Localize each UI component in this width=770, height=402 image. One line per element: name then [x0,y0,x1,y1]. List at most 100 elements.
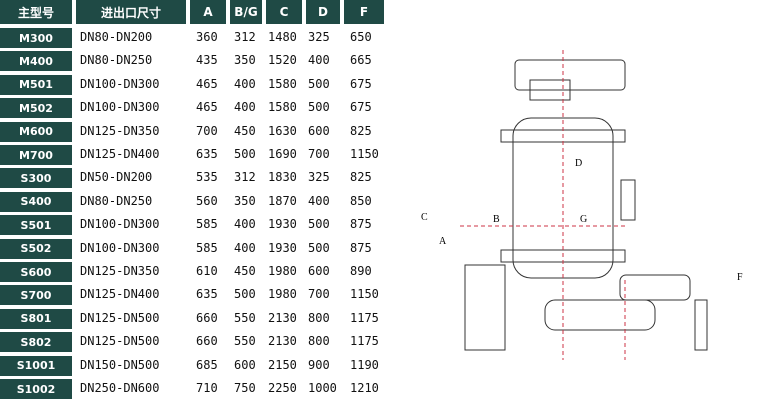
d-cell: 400 [308,53,330,68]
header-bg: B/G [230,0,262,24]
bg-cell: 450 [234,123,256,138]
model-cell: S700 [0,285,72,306]
bg-cell: 400 [234,240,256,255]
a-cell: 635 [196,147,218,161]
f-cell: 1175 [350,310,379,325]
bg-cell: 500 [234,147,256,161]
model-cell: S400 [0,191,72,212]
d-cell: 500 [308,240,330,255]
model-cell: S300 [0,168,72,189]
model-cell: S600 [0,262,72,282]
filter-drawing: D B G A C F [421,50,743,360]
f-cell: 1210 [350,381,379,395]
size-cell: DN150-DN500 [80,357,160,372]
model-cell: M502 [0,98,72,119]
a-cell: 660 [196,334,218,349]
a-cell: 360 [196,30,218,44]
a-cell: 685 [196,357,218,372]
f-cell: 675 [350,76,372,91]
table-row: M700 DN125-DN400 635 500 1690 700 1150 [0,143,400,166]
model-cell: S502 [0,238,72,259]
c-cell: 2150 [268,357,297,372]
f-cell: 825 [350,123,372,138]
a-cell: 700 [196,123,218,138]
header-a: A [190,0,226,24]
c-cell: 1870 [268,193,297,208]
d-cell: 325 [308,170,330,185]
size-cell: DN125-DN500 [80,334,160,349]
c-cell: 1630 [268,123,297,138]
f-cell: 1150 [350,147,379,161]
bg-cell: 312 [234,30,256,44]
bg-cell: 550 [234,310,256,325]
bg-cell: 600 [234,357,256,372]
model-cell: S801 [0,308,72,329]
size-cell: DN100-DN300 [80,76,160,91]
c-cell: 2130 [268,334,297,349]
d-cell: 800 [308,310,330,325]
model-cell: M501 [0,74,72,95]
label-d: D [575,158,582,169]
header-c: C [266,0,302,24]
a-cell: 585 [196,240,218,255]
c-cell: 1580 [268,100,297,115]
d-cell: 500 [308,76,330,91]
label-f: F [737,272,743,283]
c-cell: 1580 [268,76,297,91]
valve-flange [694,299,708,351]
outlet-flange [620,179,636,221]
bg-cell: 350 [234,193,256,208]
size-cell: DN80-DN250 [80,193,153,208]
size-cell: DN250-DN600 [80,381,160,395]
model-cell: S501 [0,215,72,236]
c-cell: 2250 [268,381,297,395]
a-cell: 585 [196,217,218,232]
f-cell: 890 [350,264,372,278]
f-cell: 665 [350,53,372,68]
model-cell: S1001 [0,355,72,376]
a-cell: 660 [196,310,218,325]
size-cell: DN125-DN350 [80,123,160,138]
motor-base [529,79,571,101]
bg-cell: 400 [234,217,256,232]
table-row: S400 DN80-DN250 560 350 1870 400 850 [0,190,400,213]
f-cell: 1175 [350,334,379,349]
a-cell: 710 [196,381,218,395]
a-cell: 560 [196,193,218,208]
size-cell: DN100-DN300 [80,217,160,232]
model-cell: M700 [0,145,72,165]
a-cell: 610 [196,264,218,278]
bg-cell: 500 [234,287,256,302]
c-cell: 1520 [268,53,297,68]
c-cell: 1930 [268,240,297,255]
d-cell: 600 [308,264,330,278]
d-cell: 400 [308,193,330,208]
header-model: 主型号 [0,0,72,24]
bg-cell: 450 [234,264,256,278]
bg-cell: 750 [234,381,256,395]
support-leg [464,264,506,351]
bg-cell: 550 [234,334,256,349]
f-cell: 850 [350,193,372,208]
a-cell: 535 [196,170,218,185]
d-cell: 600 [308,123,330,138]
actuator [619,274,691,301]
d-cell: 800 [308,334,330,349]
size-cell: DN125-DN400 [80,147,160,161]
header-d: D [306,0,340,24]
bg-cell: 350 [234,53,256,68]
bg-cell: 400 [234,76,256,91]
model-cell: S802 [0,332,72,353]
d-cell: 700 [308,147,330,161]
c-cell: 1690 [268,147,297,161]
f-cell: 1150 [350,287,379,302]
